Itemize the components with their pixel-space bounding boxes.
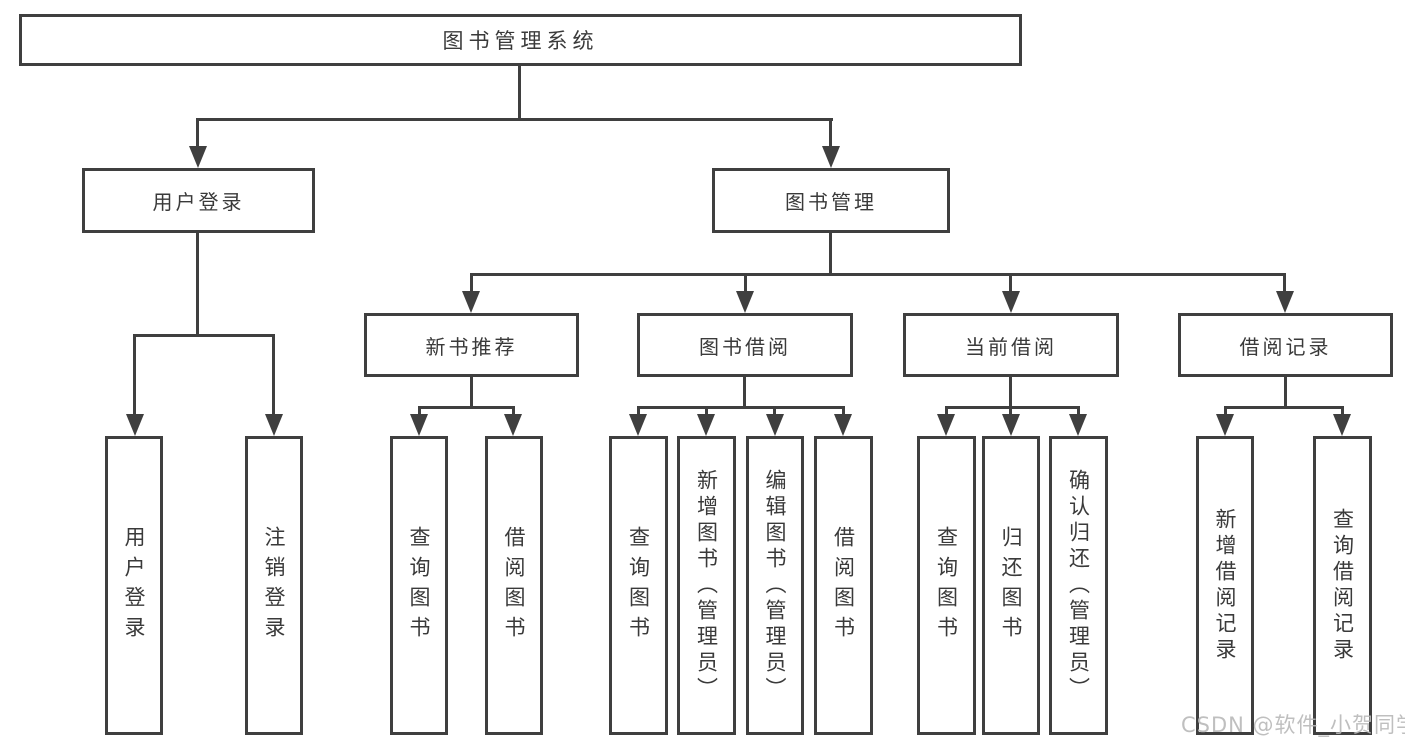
- leaf-query-borrow-record: 查询借阅记录: [1313, 436, 1372, 735]
- arrow-down-icon: [410, 414, 428, 436]
- node-label: 查询图书: [626, 525, 651, 646]
- csdn-watermark: CSDN @软件_小贺同学: [1181, 713, 1405, 737]
- arrow-down-icon: [937, 414, 955, 436]
- arrow-down-icon: [1333, 414, 1351, 436]
- connector-leaf-stem: [637, 406, 640, 418]
- node-label: 新增图书（管理员）: [694, 468, 719, 703]
- node-user-login: 用户登录: [82, 168, 315, 233]
- node-label: 借阅图书: [831, 525, 856, 646]
- connector-user-login-distributor: [133, 334, 274, 337]
- leaf-user-login: 用户登录: [105, 436, 163, 735]
- leaf-logout: 注销登录: [245, 436, 303, 735]
- connector-borrow-record-distributor: [1224, 406, 1343, 409]
- arrow-down-icon: [822, 146, 840, 168]
- leaf-borrow-books-recommend: 借阅图书: [485, 436, 543, 735]
- connector-borrow-record-stem: [1283, 273, 1286, 295]
- leaf-edit-books-admin: 编辑图书（管理员）: [746, 436, 804, 735]
- node-label: 确认归还（管理员）: [1066, 468, 1091, 703]
- connector-leaf-stem: [1341, 406, 1344, 418]
- arrow-down-icon: [265, 414, 283, 436]
- connector-root-distributor: [197, 118, 833, 121]
- arrow-down-icon: [834, 414, 852, 436]
- arrow-down-icon: [504, 414, 522, 436]
- node-label: 归还图书: [999, 525, 1023, 646]
- node-label: 新增借阅记录: [1213, 507, 1237, 664]
- connector-login-leaf-stem: [133, 334, 136, 418]
- connector-new-book-distributor: [418, 406, 515, 409]
- connector-borrow-record-down: [1284, 377, 1287, 406]
- connector-new-book-stem: [470, 273, 473, 295]
- leaf-confirm-return-admin: 确认归还（管理员）: [1049, 436, 1108, 735]
- node-label: 图书借阅: [699, 334, 791, 359]
- connector-book-borrow-down: [743, 377, 746, 406]
- node-book-borrowing: 图书借阅: [637, 313, 853, 377]
- node-book-management: 图书管理: [712, 168, 950, 233]
- connector-book-borrow-stem: [744, 273, 747, 295]
- connector-leaf-stem: [705, 406, 708, 418]
- node-label: 注销登录: [262, 525, 286, 646]
- node-root-library-system: 图书管理系统: [19, 14, 1022, 66]
- node-label: 查询图书: [407, 525, 431, 646]
- connector-leaf-stem: [1224, 406, 1227, 418]
- arrow-down-icon: [736, 291, 754, 313]
- connector-leaf-stem: [945, 406, 948, 418]
- node-label: 查询图书: [934, 525, 959, 646]
- arrow-down-icon: [1002, 414, 1020, 436]
- leaf-query-books-current: 查询图书: [917, 436, 976, 735]
- connector-leaf-stem: [1009, 406, 1012, 418]
- leaf-borrow-books: 借阅图书: [814, 436, 873, 735]
- connector-current-borrow-down: [1009, 377, 1012, 406]
- arrow-down-icon: [1069, 414, 1087, 436]
- node-label: 图书管理系统: [442, 29, 599, 53]
- node-label: 图书管理: [785, 190, 877, 214]
- leaf-query-books-borrowing: 查询图书: [609, 436, 668, 735]
- arrow-down-icon: [1216, 414, 1234, 436]
- arrow-down-icon: [697, 414, 715, 436]
- connector-logout-leaf-stem: [272, 334, 275, 418]
- leaf-add-borrow-record: 新增借阅记录: [1196, 436, 1254, 735]
- connector-leaf-stem: [1077, 406, 1080, 418]
- connector-leaf-stem: [842, 406, 845, 418]
- node-new-book-recommend: 新书推荐: [364, 313, 579, 377]
- arrow-down-icon: [126, 414, 144, 436]
- connector-current-borrow-stem: [1009, 273, 1012, 295]
- connector-new-book-down: [470, 377, 473, 406]
- node-label: 用户登录: [152, 190, 245, 214]
- node-label: 当前借阅: [965, 334, 1057, 359]
- arrow-down-icon: [462, 291, 480, 313]
- connector-book-mgmt-down: [829, 233, 832, 273]
- leaf-add-books-admin: 新增图书（管理员）: [677, 436, 736, 735]
- node-label: 新书推荐: [425, 334, 518, 359]
- node-label: 借阅记录: [1239, 334, 1332, 359]
- node-label: 用户登录: [122, 525, 146, 646]
- arrow-down-icon: [1276, 291, 1294, 313]
- connector-leaf-stem: [418, 406, 421, 418]
- connector-book-borrow-distributor: [637, 406, 844, 409]
- connector-leaf-stem: [773, 406, 776, 418]
- arrow-down-icon: [629, 414, 647, 436]
- node-label: 借阅图书: [502, 525, 526, 646]
- connector-leaf-stem: [512, 406, 515, 418]
- connector-book-mgmt-stem: [829, 118, 832, 150]
- connector-user-login-down: [196, 233, 199, 334]
- leaf-return-books: 归还图书: [982, 436, 1040, 735]
- connector-root-stem: [518, 66, 521, 118]
- node-label: 查询借阅记录: [1330, 507, 1355, 664]
- arrow-down-icon: [189, 146, 207, 168]
- node-borrow-records: 借阅记录: [1178, 313, 1393, 377]
- leaf-query-books-recommend: 查询图书: [390, 436, 448, 735]
- arrow-down-icon: [766, 414, 784, 436]
- connector-user-login-stem: [196, 118, 199, 150]
- connector-current-borrow-distributor: [945, 406, 1079, 409]
- arrow-down-icon: [1002, 291, 1020, 313]
- connector-book-mgmt-distributor: [470, 273, 1286, 276]
- node-label: 编辑图书（管理员）: [763, 468, 787, 703]
- node-current-borrowing: 当前借阅: [903, 313, 1119, 377]
